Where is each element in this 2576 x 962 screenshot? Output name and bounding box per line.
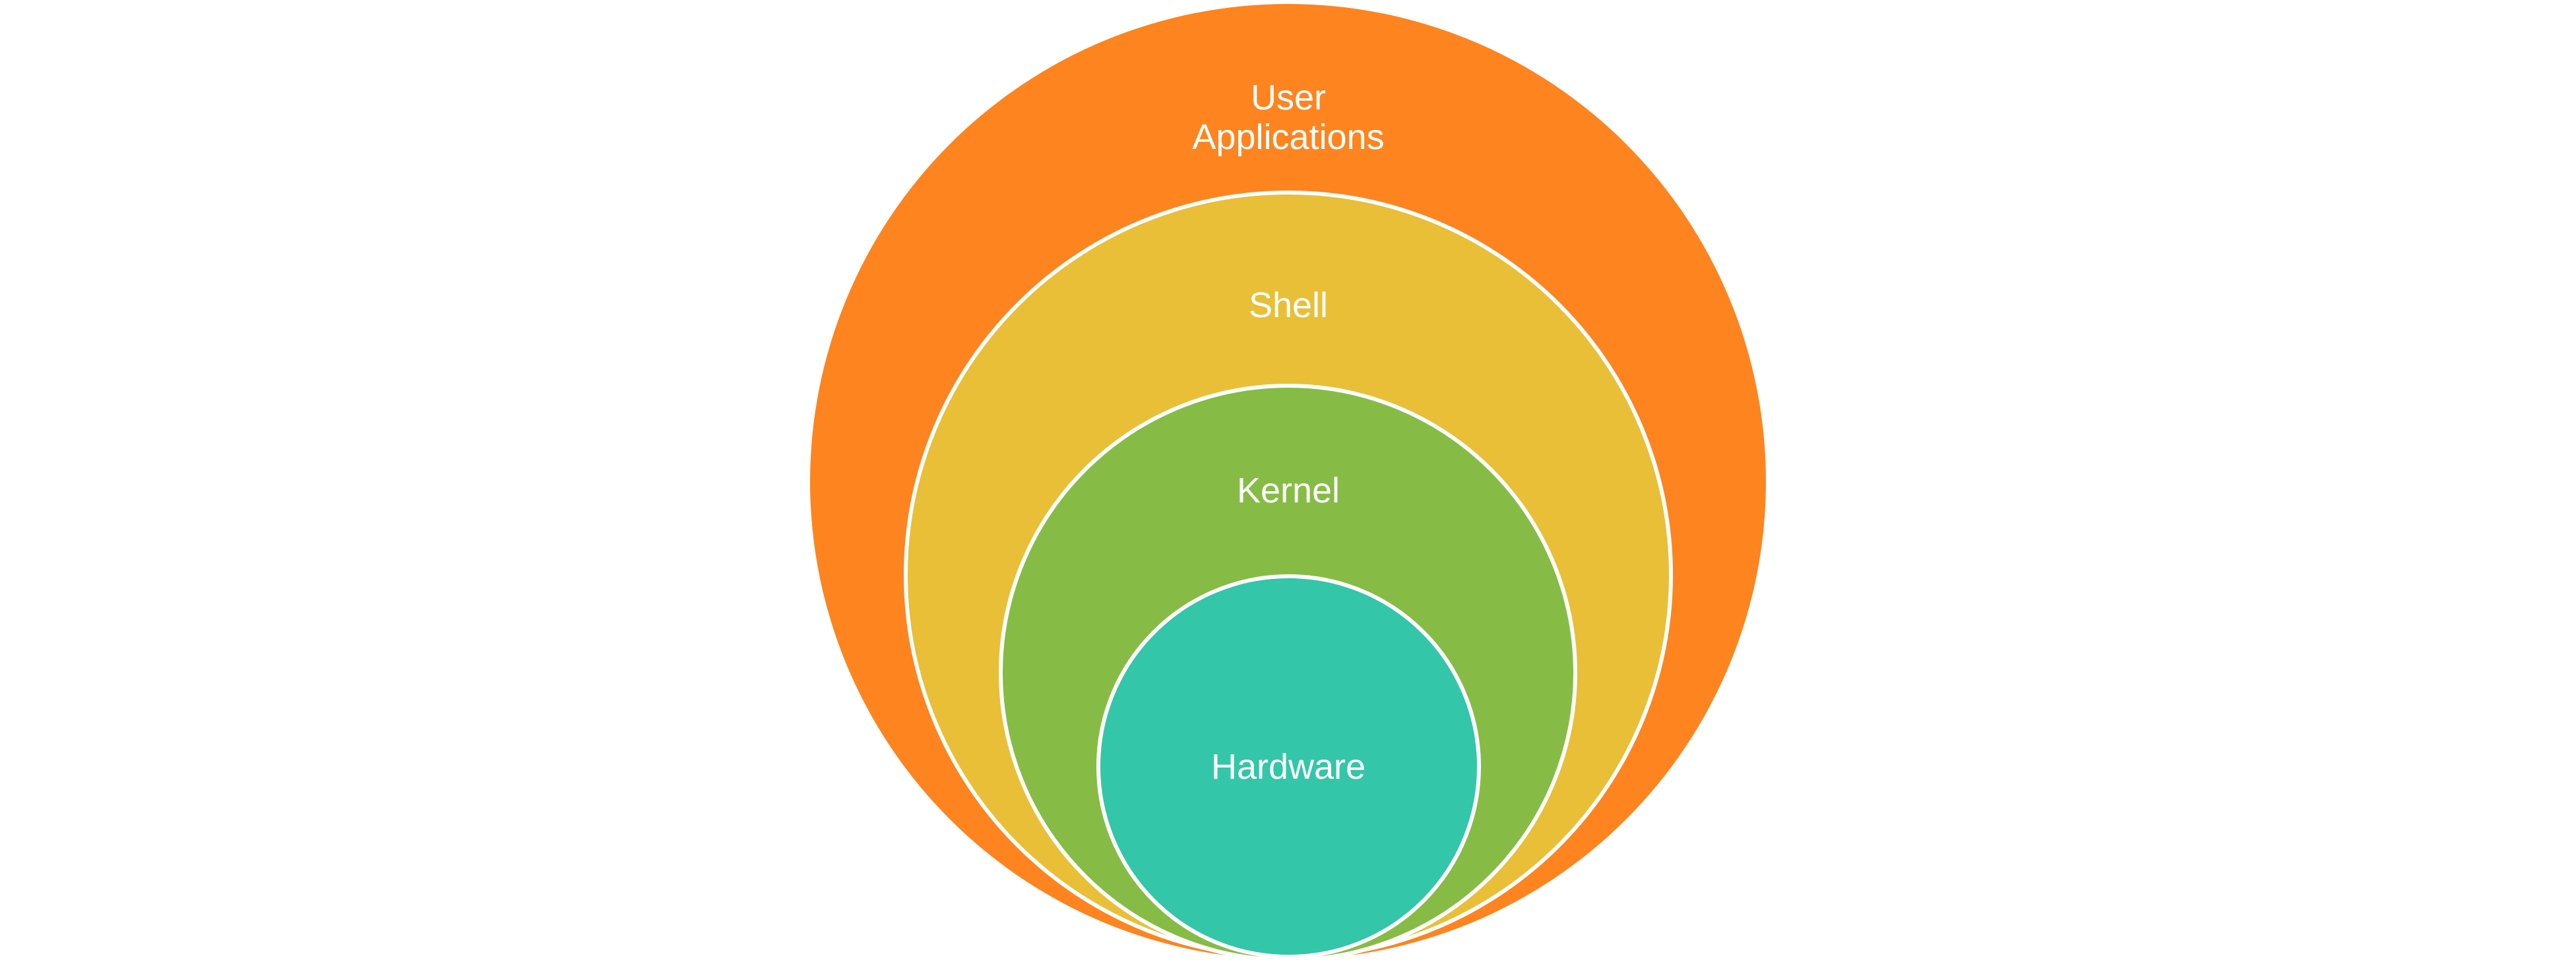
kernel-label: Kernel [1236, 471, 1340, 510]
hardware-label: Hardware [1210, 747, 1366, 787]
hardware-layer [1096, 574, 1481, 959]
user-applications-label: User Applications [1192, 78, 1385, 157]
shell-label: Shell [1248, 286, 1329, 325]
